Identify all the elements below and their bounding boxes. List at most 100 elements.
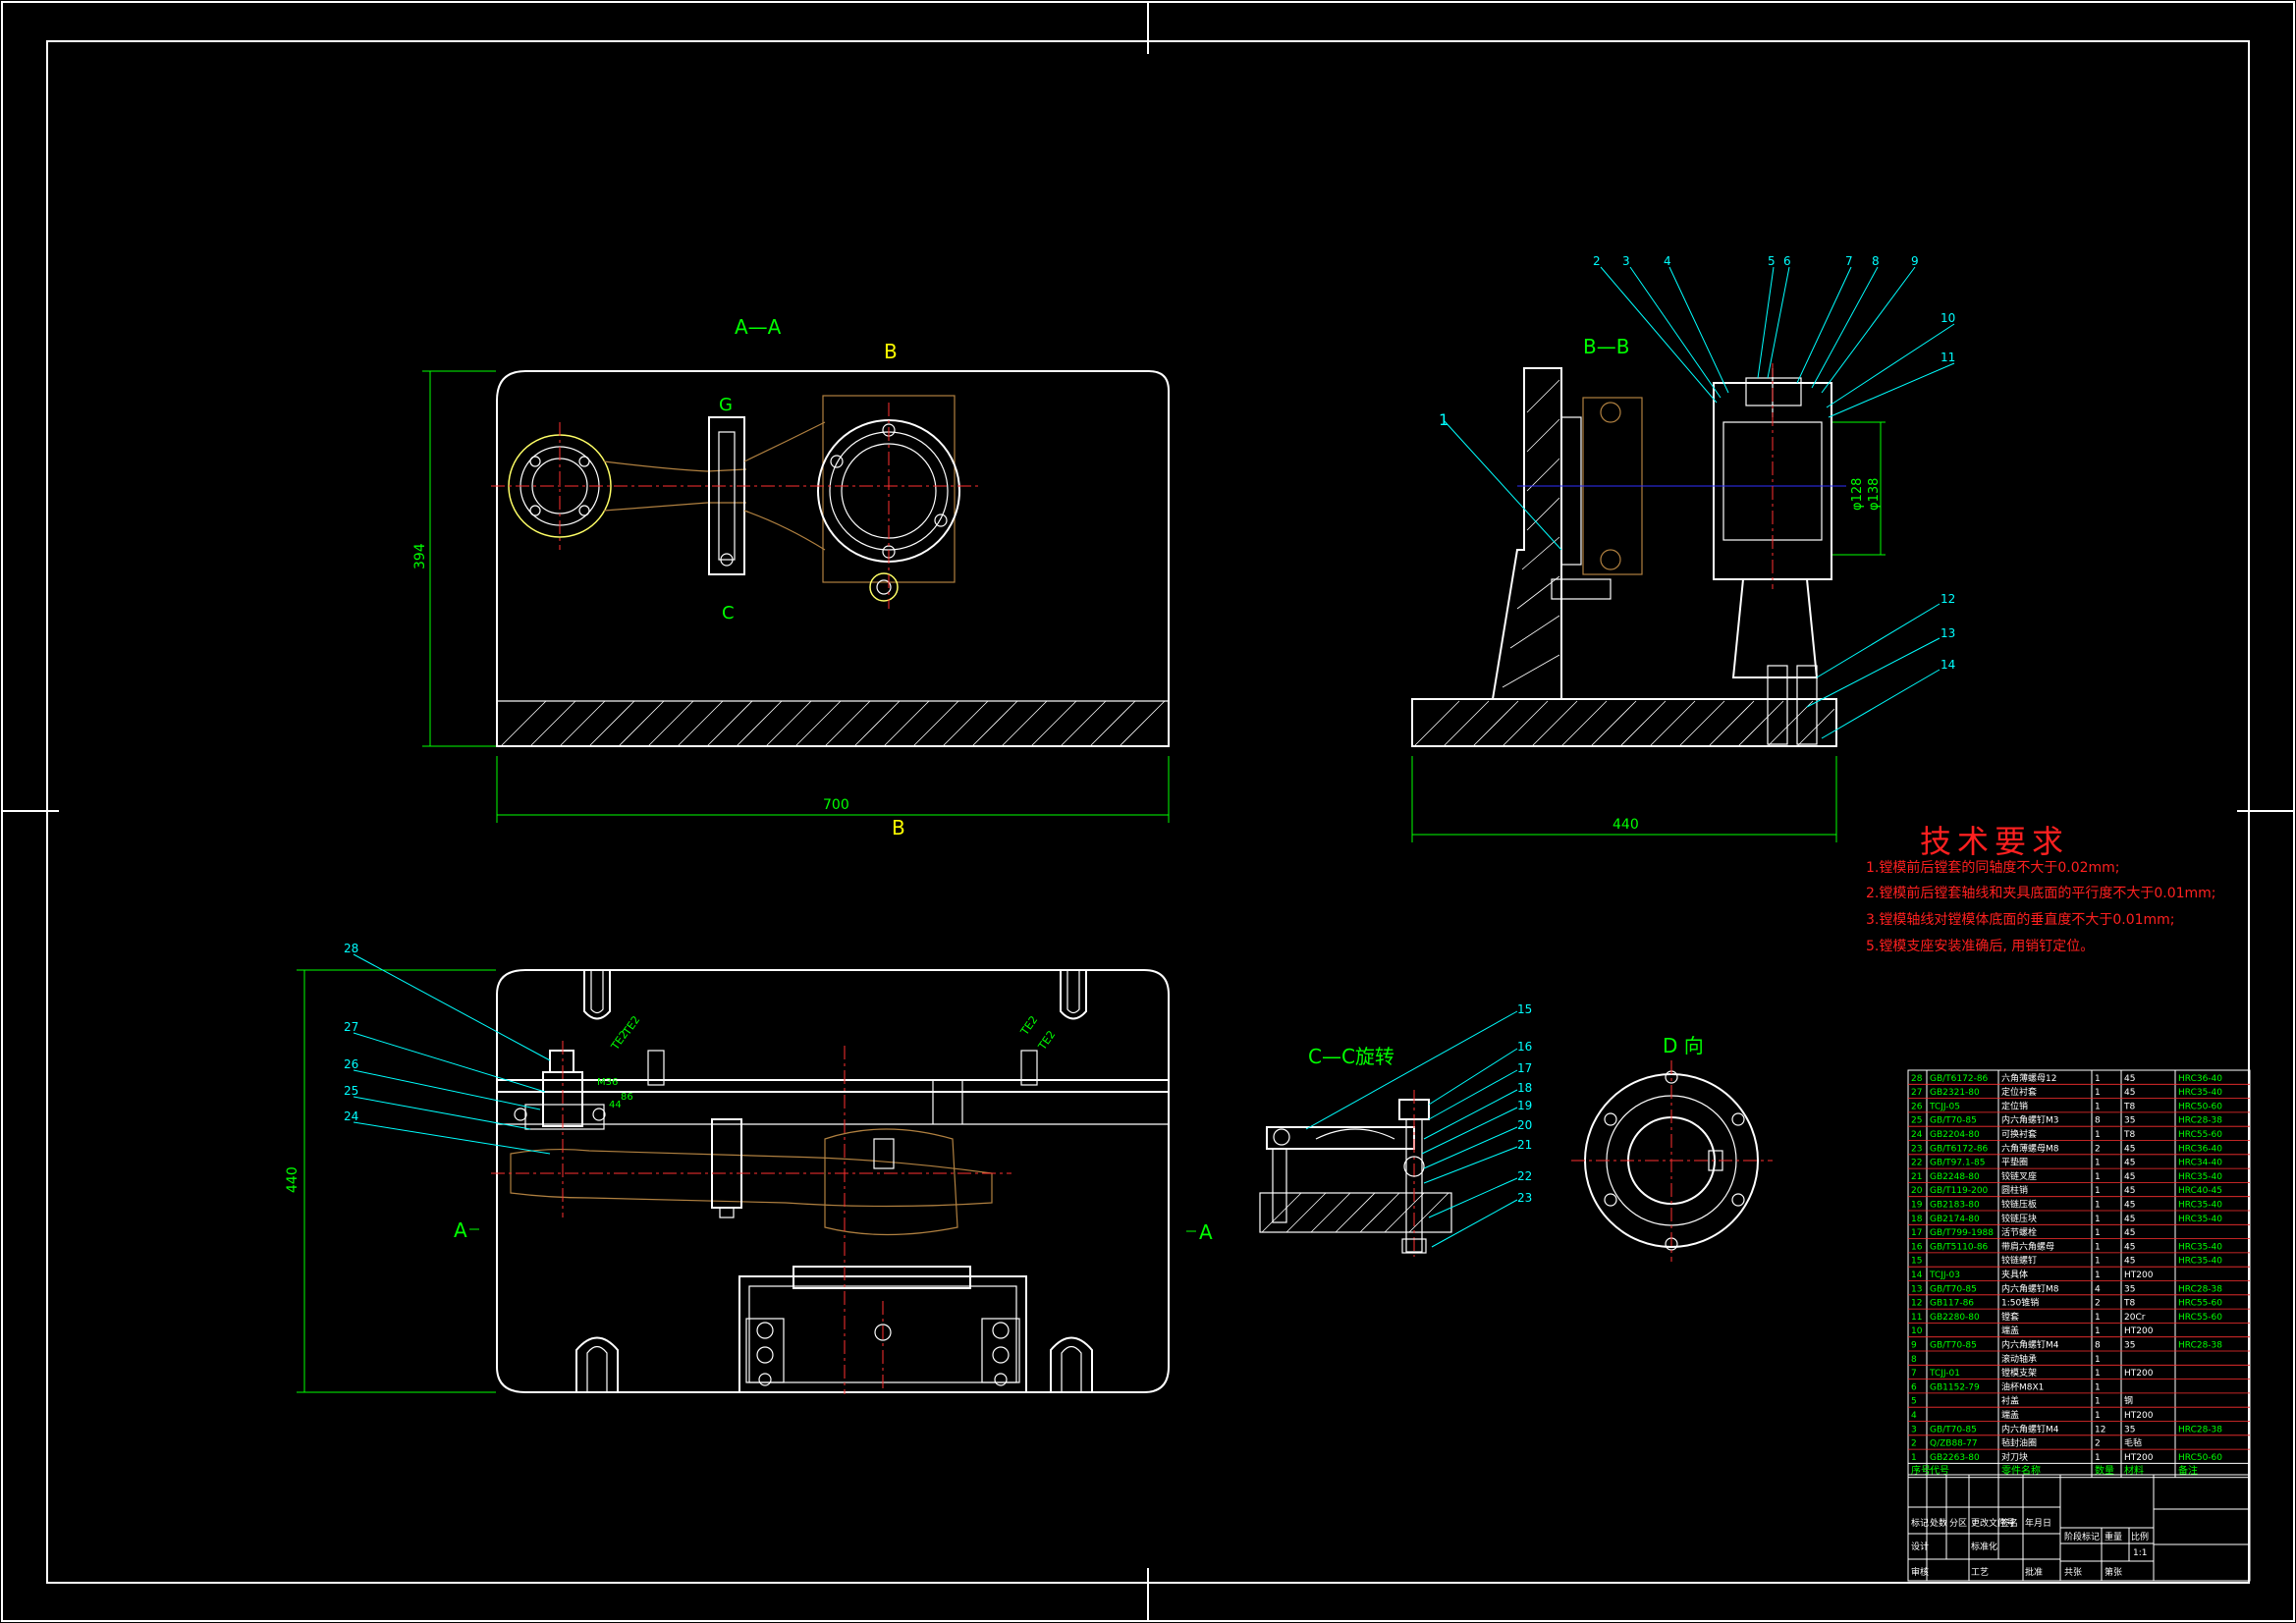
svg-text:共张: 共张 xyxy=(2064,1567,2082,1578)
bom-cell: 滚动轴承 xyxy=(2001,1353,2037,1365)
bom-cell: T8 xyxy=(2123,1102,2135,1111)
bom-cell: TCJJ-03 xyxy=(1929,1271,1960,1280)
bom-cell: 19 xyxy=(1911,1201,1923,1211)
bom-cell: 25 xyxy=(1911,1116,1922,1126)
bom-cell: 1 xyxy=(2095,1130,2101,1140)
bom-cell: 圆柱销 xyxy=(2001,1184,2028,1196)
bom-cell: GB2174-80 xyxy=(1930,1215,1980,1224)
svg-text:16: 16 xyxy=(1517,1040,1532,1054)
bom-cell: GB/T5110-86 xyxy=(1930,1242,1989,1252)
bom-cell: 1 xyxy=(2095,1382,2101,1392)
bom-cell: 对刀块 xyxy=(2001,1451,2028,1463)
svg-text:处数: 处数 xyxy=(1930,1517,1947,1529)
bom-cell: T8 xyxy=(2123,1299,2135,1309)
bom-cell: 4 xyxy=(2095,1284,2101,1294)
bom-cell: 毛毡 xyxy=(2124,1437,2142,1449)
bom-cell: GB2248-80 xyxy=(1930,1172,1980,1182)
bom-cell: TCJJ-05 xyxy=(1929,1102,1960,1111)
bom-cell: 6 xyxy=(1911,1382,1917,1392)
svg-text:20: 20 xyxy=(1517,1118,1532,1132)
bom-cell: 35 xyxy=(2124,1116,2135,1126)
svg-text:12: 12 xyxy=(1941,592,1955,606)
bom-cell: 18 xyxy=(1911,1215,1923,1224)
bom-cell: 1 xyxy=(2095,1326,2101,1336)
svg-text:22: 22 xyxy=(1517,1169,1532,1183)
bom-header-cell: 数量 xyxy=(2095,1464,2114,1477)
svg-text:17: 17 xyxy=(1517,1061,1532,1075)
inner-border xyxy=(46,40,2250,1584)
svg-text:TE2: TE2 xyxy=(1017,1013,1040,1038)
bom-cell: 1 xyxy=(2095,1313,2101,1323)
bom-cell: 带肩六角螺母 xyxy=(2001,1240,2054,1252)
bom-cell: 12 xyxy=(1911,1299,1922,1309)
svg-text:24: 24 xyxy=(344,1109,358,1123)
bom-cell: 衬盖 xyxy=(2001,1395,2019,1407)
bom-cell: 45 xyxy=(2124,1088,2135,1098)
svg-text:14: 14 xyxy=(1941,658,1955,672)
bom-cell: 1 xyxy=(1911,1453,1917,1463)
bom-cell: 1 xyxy=(2095,1411,2101,1421)
bom-cell: 铰链压块 xyxy=(2001,1213,2037,1224)
svg-text:A: A xyxy=(454,1218,467,1242)
bom-cell: HRC28-38 xyxy=(2178,1341,2222,1351)
bom-cell: 20Cr xyxy=(2124,1313,2146,1323)
svg-text:6: 6 xyxy=(1783,254,1791,268)
bom-cell: GB/T6172-86 xyxy=(1930,1074,1989,1084)
bom-header-cell: 材料 xyxy=(2124,1464,2144,1477)
bom-cell: HRC35-40 xyxy=(2178,1201,2222,1211)
bom-cell: HRC50-60 xyxy=(2178,1102,2222,1111)
bom-cell: HRC28-38 xyxy=(2178,1116,2222,1126)
bom-cell: 定位销 xyxy=(2001,1100,2028,1111)
view-d: D 向 xyxy=(1571,1034,1773,1262)
bom-cell: 钢 xyxy=(2124,1395,2133,1407)
bom-cell: 端盖 xyxy=(2001,1409,2019,1421)
svg-text:C: C xyxy=(722,603,735,623)
bom-cell: 1 xyxy=(2095,1453,2101,1463)
bom-cell: 1 xyxy=(2095,1201,2101,1211)
section-b-top: B xyxy=(884,340,898,363)
bom-cell: GB/T97.1-85 xyxy=(1930,1159,1985,1168)
bom-cell: GB2204-80 xyxy=(1930,1130,1980,1140)
bom-cell: HRC55-60 xyxy=(2178,1313,2222,1323)
bom-cell: HRC50-60 xyxy=(2178,1453,2222,1463)
bom-header-cell: 备注 xyxy=(2178,1464,2198,1477)
bom-cell: HRC35-40 xyxy=(2178,1088,2222,1098)
bom-cell: 内六角螺钉M4 xyxy=(2001,1339,2059,1351)
bom-header-cell: 零件名称 xyxy=(2001,1464,2041,1477)
bom-cell: 45 xyxy=(2124,1215,2135,1224)
svg-text:7: 7 xyxy=(1845,254,1853,268)
bom-cell: GB/T119-200 xyxy=(1930,1186,1989,1196)
bom-cell: 35 xyxy=(2124,1425,2135,1434)
bom-cell: 35 xyxy=(2124,1341,2135,1351)
bom-cell: GB1152-79 xyxy=(1930,1382,1980,1392)
bom-cell: 1 xyxy=(2095,1159,2101,1168)
bom-cell: 21 xyxy=(1911,1172,1922,1182)
bom-cell: HT200 xyxy=(2124,1326,2154,1336)
bom-cell: 可换衬套 xyxy=(2001,1128,2037,1140)
view-aa-title: A—A xyxy=(735,315,782,339)
bom-cell: 活节螺栓 xyxy=(2001,1226,2037,1238)
bom-cell: GB/T70-85 xyxy=(1930,1341,1977,1351)
svg-text:标准化: 标准化 xyxy=(1971,1541,1997,1552)
bom-cell: 45 xyxy=(2124,1074,2135,1084)
svg-text:25: 25 xyxy=(344,1084,358,1098)
bom-cell: 内六角螺钉M4 xyxy=(2001,1423,2059,1434)
svg-text:9: 9 xyxy=(1911,254,1919,268)
svg-text:394: 394 xyxy=(412,543,428,569)
bom-cell: GB2183-80 xyxy=(1930,1201,1980,1211)
svg-text:1.镗模前后镗套的同轴度不大于0.02mm;: 1.镗模前后镗套的同轴度不大于0.02mm; xyxy=(1866,859,2120,876)
bom-cell: HRC28-38 xyxy=(2178,1284,2222,1294)
svg-text:11: 11 xyxy=(1941,351,1955,364)
bom-cell: TCJJ-01 xyxy=(1929,1369,1960,1379)
bom-cell: 23 xyxy=(1911,1144,1922,1154)
svg-text:15: 15 xyxy=(1517,1002,1532,1016)
svg-text:第张: 第张 xyxy=(2105,1566,2122,1578)
bom-cell: 端盖 xyxy=(2001,1325,2019,1336)
svg-text:13: 13 xyxy=(1941,626,1955,640)
bom-cell: GB/T70-85 xyxy=(1930,1425,1977,1434)
bom-cell: Q/ZB88-77 xyxy=(1930,1439,1978,1449)
bom-cell: 45 xyxy=(2124,1186,2135,1196)
bom-cell: 1:50锥销 xyxy=(2001,1297,2039,1309)
bom-cell: 45 xyxy=(2124,1257,2135,1267)
view-main: 440 A A TE2 TE2 TE2 TE2 M36 44 86 28 27 … xyxy=(285,942,1213,1394)
